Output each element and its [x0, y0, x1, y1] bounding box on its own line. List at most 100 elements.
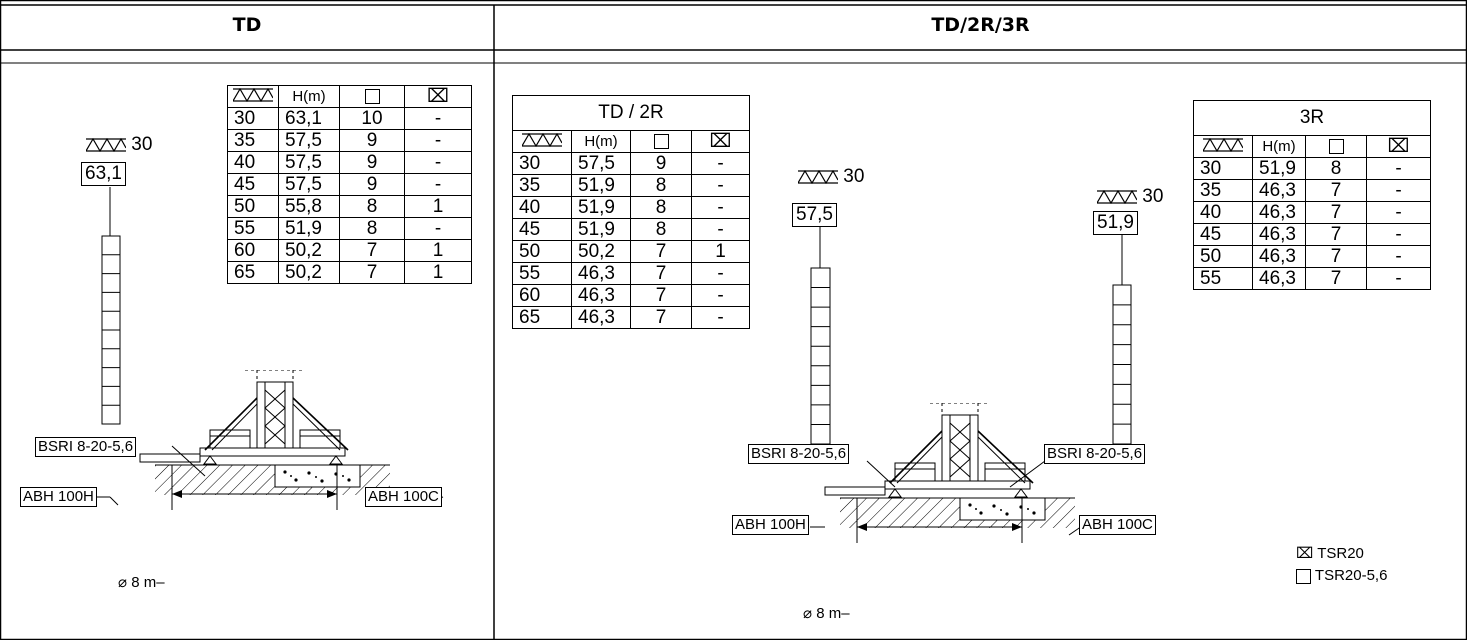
crossed-count-cell: - [691, 284, 750, 307]
plain-count-cell: 7 [630, 262, 692, 285]
header-td-2r-3r: TD/2R/3R [931, 14, 1030, 36]
lattice-jib-icon [233, 88, 273, 102]
height-cell: 51,9 [571, 218, 631, 241]
jib-length-cell: 35 [1193, 179, 1253, 202]
height-cell: 46,3 [571, 262, 631, 285]
crossed-count-cell: - [1366, 179, 1431, 202]
lattice-jib-icon [798, 170, 838, 184]
height-cell: 57,5 [278, 151, 340, 174]
height-cell: 63,1 [278, 107, 340, 130]
height-cell: 57,5 [278, 129, 340, 152]
height-cell: 57,5 [571, 152, 631, 175]
r3-col-jib [1193, 135, 1253, 158]
height-cell: 46,3 [1252, 267, 1306, 290]
jib-length-cell: 50 [1193, 245, 1253, 268]
plain-count-cell: 10 [339, 107, 405, 130]
td2r-col-jib [512, 130, 572, 153]
jib-length-cell: 65 [512, 306, 572, 329]
plain-count-cell: 9 [339, 173, 405, 196]
jib-length-cell: 65 [227, 261, 279, 284]
td2r-col-height: H(m) [571, 130, 631, 153]
td-top-jib-label: 30 [86, 134, 152, 156]
jib-length-cell: 45 [227, 173, 279, 196]
jib-length-cell: 50 [512, 240, 572, 263]
r3-top-height-box: 51,9 [1093, 211, 1138, 235]
crossed-count-cell: - [691, 306, 750, 329]
td-abh-left-label: ABH 100H [20, 487, 97, 507]
td2r-col-crossed-icon: ⌧ [691, 130, 750, 153]
plain-count-cell: 7 [1305, 245, 1367, 268]
r3-col-crossed-icon: ⌧ [1366, 135, 1431, 158]
crossed-count-cell: 1 [404, 261, 472, 284]
height-cell: 55,8 [278, 195, 340, 218]
crossed-count-cell: - [691, 262, 750, 285]
plain-count-cell: 9 [339, 129, 405, 152]
plain-count-cell: 8 [339, 217, 405, 240]
crossed-box-icon: ⌧ [1387, 135, 1410, 157]
height-cell: 46,3 [1252, 245, 1306, 268]
crossed-count-cell: - [691, 152, 750, 175]
legend-crossed: ⌧ TSR20 [1296, 545, 1364, 562]
r3-col-plain-icon [1305, 135, 1367, 158]
height-cell: 46,3 [571, 306, 631, 329]
lattice-jib-icon [86, 138, 126, 152]
crossed-count-cell: - [404, 217, 472, 240]
header-td: TD [232, 14, 262, 36]
r3-caption: 3R [1193, 100, 1431, 136]
td-crane-base [139, 370, 390, 510]
td-base-dimension: ⌀ 8 m– [118, 574, 165, 591]
legend-plain: TSR20-5,6 [1296, 567, 1387, 584]
right-bsri-right-label: BSRI 8-20-5,6 [1044, 444, 1146, 464]
square-icon [653, 133, 669, 149]
td-bsri-label: BSRI 8-20-5,6 [35, 437, 137, 457]
crossed-count-cell: 1 [404, 239, 472, 262]
plain-count-cell: 8 [630, 218, 692, 241]
crossed-count-cell: 1 [404, 195, 472, 218]
r3-top-jib-label: 30 [1097, 186, 1163, 208]
lattice-jib-icon [1097, 190, 1137, 204]
td-abh-right-label: ABH 100C [365, 487, 442, 507]
jib-length-cell: 40 [512, 196, 572, 219]
jib-length-cell: 40 [227, 151, 279, 174]
lattice-jib-icon [522, 133, 562, 147]
diameter-icon: ⌀ [118, 574, 128, 591]
crossed-count-cell: - [404, 173, 472, 196]
td2r-mast-stack [810, 267, 831, 445]
right-crane-base [824, 403, 1075, 543]
height-cell: 46,3 [571, 284, 631, 307]
height-cell: 51,9 [278, 217, 340, 240]
plain-count-cell: 7 [1305, 223, 1367, 246]
height-cell: 46,3 [1252, 223, 1306, 246]
jib-length-cell: 35 [227, 129, 279, 152]
plain-count-cell: 7 [1305, 267, 1367, 290]
height-cell: 51,9 [571, 196, 631, 219]
jib-length-cell: 35 [512, 174, 572, 197]
jib-length-cell: 45 [512, 218, 572, 241]
right-abh-left-label: ABH 100H [732, 515, 809, 535]
r3-col-height: H(m) [1252, 135, 1306, 158]
jib-length-cell: 60 [512, 284, 572, 307]
right-abh-right-label: ABH 100C [1079, 515, 1156, 535]
diameter-icon: ⌀ [803, 605, 813, 622]
right-bsri-left-label: BSRI 8-20-5,6 [748, 444, 850, 464]
crossed-count-cell: - [691, 174, 750, 197]
jib-length-cell: 30 [512, 152, 572, 175]
td-col-height: H(m) [278, 85, 340, 108]
td2r-top-height-box: 57,5 [792, 203, 837, 227]
height-cell: 51,9 [571, 174, 631, 197]
jib-length-cell: 30 [1193, 157, 1253, 180]
crossed-count-cell: - [404, 129, 472, 152]
crossed-count-cell: - [1366, 201, 1431, 224]
crossed-box-icon: ⌧ [427, 85, 449, 107]
